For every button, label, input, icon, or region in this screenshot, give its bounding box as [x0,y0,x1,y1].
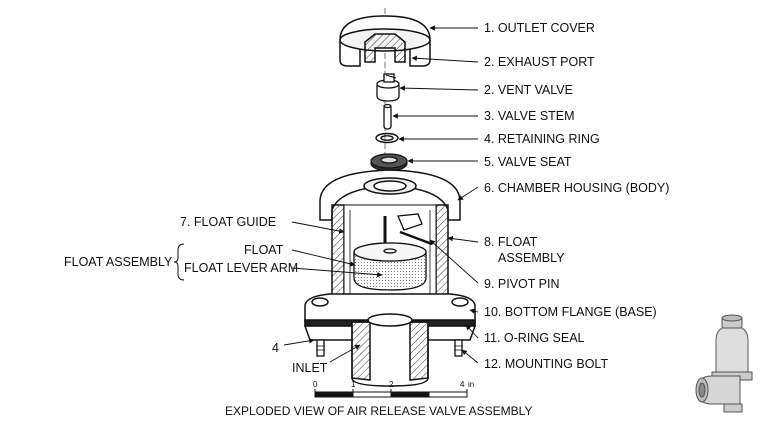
scale-tick-0: 0 [313,380,318,389]
label-chamber-housing: 6. CHAMBER HOUSING (BODY) [484,181,669,195]
assembled-valve-thumbnail [695,314,753,413]
label-pivot-pin: 9. PIVOT PIN [484,277,560,291]
scale-unit: in [468,380,474,389]
label-valve-stem: 3. VALVE STEM [484,109,575,123]
inlet-pipe-part [351,313,429,387]
label-float-assembly-1: 8. FLOAT [484,235,538,249]
mounting-bolts-part [316,339,463,357]
scale-tick-1: 1 [351,380,356,389]
label-exhaust-port: 2. EXHAUST PORT [484,55,595,69]
label-float: FLOAT [244,243,284,257]
label-outlet-cover: 1. OUTLET COVER [484,21,595,35]
label-inlet: INLET [292,361,328,375]
valve-seat-part [370,153,408,172]
label-mounting-bolt: 12. MOUNTING BOLT [484,357,608,371]
label-float-assembly-2: ASSEMBLY [498,251,565,265]
retaining-ring-part [375,132,399,144]
chamber-housing-part [319,169,461,314]
label-float-lever-arm: FLOAT LEVER ARM [184,261,298,275]
outlet-cover-part [339,15,431,67]
label-valve-seat: 5. VALVE SEAT [484,155,572,169]
label-vent-valve: 2. VENT VALVE [484,83,573,97]
diagram-caption: EXPLODED VIEW OF AIR RELEASE VALVE ASSEM… [225,404,532,418]
valve-stem-part [383,103,392,130]
label-bottom-flange: 10. BOTTOM FLANGE (BASE) [484,305,657,319]
float-assembly-part [353,213,433,291]
label-callout-4: 4 [272,341,279,355]
vent-valve-part [376,73,400,102]
leader-lines [283,25,479,364]
label-retaining-ring: 4. RETAINING RING [484,132,600,146]
float-assembly-bracket [173,243,185,281]
scale-bar [314,389,468,398]
label-float-guide: 7. FLOAT GUIDE [180,215,276,229]
label-o-ring-seal: 11. O-RING SEAL [484,331,585,345]
scale-tick-2: 2 [389,380,394,389]
scale-tick-4: 4 [460,380,465,389]
label-float-assembly-group: FLOAT ASSEMBLY [64,255,173,269]
